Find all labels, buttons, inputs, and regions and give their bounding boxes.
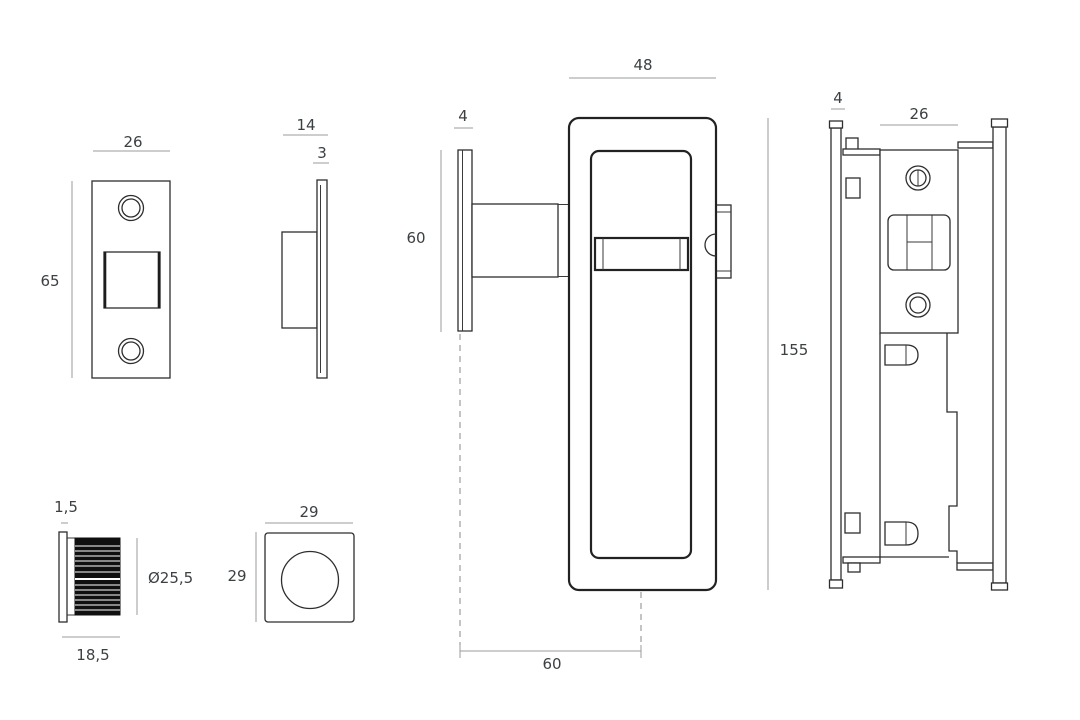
stud-bottom bbox=[884, 521, 919, 546]
right-face-plate-cap bbox=[990, 118, 1009, 128]
left-face-plate-foot bbox=[828, 579, 844, 589]
mount-band-bottom-left bbox=[842, 556, 881, 564]
dim-label-plate-height: 60 bbox=[406, 229, 425, 247]
dim-label-strike-width: 26 bbox=[123, 133, 142, 151]
dim-label-knob-width: 29 bbox=[299, 503, 318, 521]
dim-label-flange-thickness: 1,5 bbox=[54, 498, 78, 516]
right-face-plate-foot bbox=[990, 582, 1009, 591]
flush-pull-recess bbox=[589, 149, 693, 560]
dim-label-knob-height: 29 bbox=[227, 567, 246, 585]
dim-label-strike-thickness: 3 bbox=[317, 144, 327, 162]
left-face-plate bbox=[830, 127, 842, 581]
dim-label-total-height: 155 bbox=[780, 341, 809, 359]
dim-label-pull-depth: 18,5 bbox=[76, 646, 109, 664]
slide-button bbox=[593, 236, 690, 272]
dim-label-case-width: 26 bbox=[909, 105, 928, 123]
mount-band-top-left bbox=[842, 148, 881, 156]
knob-square-plate bbox=[264, 532, 355, 623]
screw-hole-top bbox=[117, 194, 145, 222]
dim-label-handle-width: 48 bbox=[633, 56, 652, 74]
screw-hole-top-inner bbox=[121, 198, 141, 218]
left-face-plate-cap bbox=[828, 120, 844, 129]
dim-label-backset: 60 bbox=[542, 655, 561, 673]
mount-foot-left bbox=[847, 562, 861, 573]
knurled-body bbox=[74, 537, 121, 616]
plate-profile bbox=[316, 179, 328, 379]
latch-case-protrusion bbox=[715, 204, 732, 279]
right-face-plate bbox=[992, 126, 1007, 584]
lock-case-right-profile bbox=[946, 333, 958, 563]
lock-installed-side-view: 4 26 bbox=[828, 89, 1009, 591]
pull-flange bbox=[58, 531, 68, 623]
mount-band-top-right bbox=[957, 141, 994, 149]
stud-top bbox=[884, 344, 919, 366]
dim-label-side-plate-thickness: 4 bbox=[833, 89, 843, 107]
lock-body-through-door bbox=[471, 203, 559, 278]
dim-label-strike-depth: 14 bbox=[296, 116, 315, 134]
lock-box-profile bbox=[281, 231, 318, 329]
knurl-stripes bbox=[75, 545, 120, 611]
dim-label-diameter: Ø25,5 bbox=[148, 569, 193, 587]
edge-pull-front-view: 29 29 bbox=[227, 503, 355, 623]
mount-clip-top-a bbox=[845, 137, 859, 151]
flush-handle-front-view: 48 4 60 155 60 bbox=[406, 56, 808, 673]
thumb-notch-arc bbox=[704, 233, 717, 257]
edge-pull-side-view: 1,5 Ø25,5 18,5 bbox=[54, 498, 193, 664]
mount-band-bottom-right bbox=[956, 562, 994, 571]
dim-label-plate-thickness: 4 bbox=[458, 107, 468, 125]
knob-circle bbox=[280, 550, 340, 610]
back-plate-edge bbox=[457, 149, 473, 332]
dim-label-strike-height: 65 bbox=[40, 272, 59, 290]
screw-hole-bottom-inner bbox=[121, 341, 141, 361]
mount-clip-bottom bbox=[844, 512, 861, 534]
strike-plate-side-view: 14 3 bbox=[281, 116, 329, 379]
strike-plate-front-view: 26 65 bbox=[40, 133, 171, 379]
lock-case-left-profile bbox=[879, 333, 949, 558]
faceplate-screw-bottom-inner bbox=[909, 296, 927, 314]
screw-hole-bottom bbox=[117, 337, 145, 365]
mount-clip-top-b bbox=[845, 177, 861, 199]
